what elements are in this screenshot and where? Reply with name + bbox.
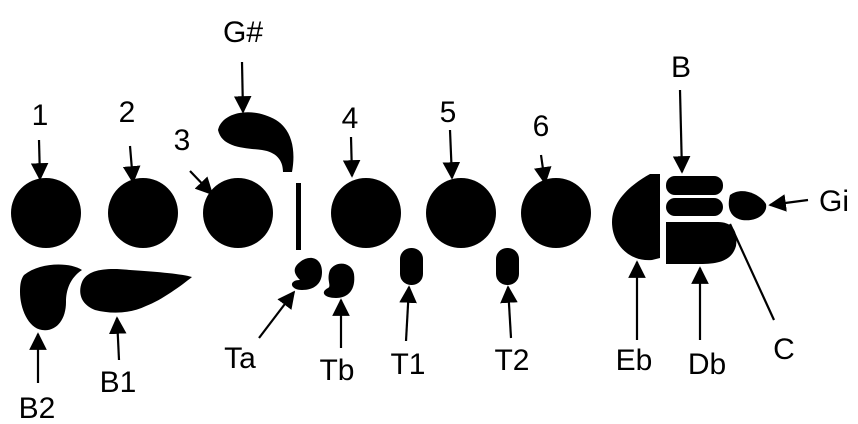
b2-key (20, 264, 82, 331)
label-1: 1 (32, 99, 49, 132)
label-c: C (773, 333, 795, 366)
label-2: 2 (119, 96, 136, 129)
t2-key (496, 248, 519, 285)
label-t2: T2 (494, 344, 529, 377)
tone-hole-1 (11, 178, 81, 248)
g-sharp-key (218, 112, 294, 172)
arrow-6 (534, 154, 552, 185)
tone-hole-2 (108, 178, 178, 248)
label-gi: Gi (819, 185, 849, 218)
tone-hole-6 (521, 178, 591, 248)
arrow-b1 (108, 316, 127, 361)
b-key-upper (666, 176, 723, 195)
label-3: 3 (174, 124, 191, 157)
tone-hole-5 (426, 178, 496, 248)
arrow-3 (189, 170, 214, 196)
arrow-5 (442, 129, 461, 180)
label-b2: B2 (19, 392, 56, 424)
label-db: Db (688, 348, 726, 381)
arrow-c-line (729, 223, 775, 321)
label-4: 4 (342, 102, 359, 135)
arrow-gi (768, 194, 809, 212)
label-tb: Tb (319, 354, 354, 387)
db-key (666, 222, 737, 264)
arrow-g-sharp (233, 61, 252, 114)
b1-key (80, 269, 192, 313)
label-6: 6 (533, 110, 550, 143)
t1-key (400, 248, 423, 285)
label-ta: Ta (224, 342, 256, 375)
arrow-1 (30, 139, 49, 181)
ta-key (291, 257, 322, 290)
eb-key (612, 174, 660, 261)
label-b1: B1 (100, 366, 137, 399)
label-t1: T1 (390, 348, 425, 381)
tone-hole-3 (203, 178, 273, 248)
b-key-middle (666, 198, 723, 216)
tone-hole-4 (331, 178, 401, 248)
label-eb: Eb (616, 344, 653, 377)
separator-rod (296, 183, 301, 250)
arrow-2 (122, 145, 141, 184)
arrow-t1 (399, 285, 417, 342)
label-g-sharp: G# (223, 16, 263, 49)
tb-key (323, 263, 355, 298)
gi-key (728, 191, 767, 221)
arrow-t2 (500, 285, 518, 339)
arrow-4 (342, 136, 361, 178)
arrow-b (672, 89, 691, 174)
label-b: B (671, 51, 691, 84)
label-5: 5 (440, 96, 457, 129)
arrow-ta (258, 290, 296, 339)
